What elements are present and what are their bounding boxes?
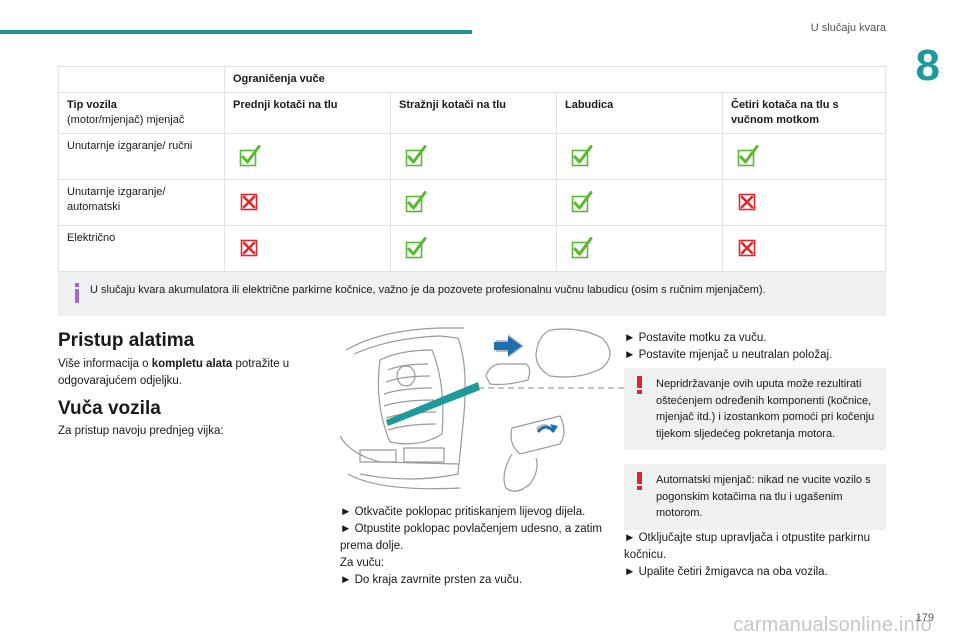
- cross-icon: [737, 237, 759, 259]
- mark-cell: [722, 133, 886, 180]
- info-note: U slučaju kvara akumulatora ili električ…: [58, 272, 886, 316]
- table-header-row: Ograničenja vuče: [58, 66, 886, 93]
- check-icon: [571, 237, 593, 259]
- mark-cell: [556, 225, 723, 272]
- check-icon: [405, 237, 427, 259]
- row-label-sub: (motor/mjenjač) mjenjač: [67, 114, 185, 126]
- warning-icon: [637, 472, 642, 490]
- row-label: Unutarnje izgaranje/ automatski: [58, 179, 225, 226]
- column-header: Četiri kotača na tlu s vučnom motkom: [722, 92, 886, 134]
- table-column-header-row: Tip vozila (motor/mjenjač) mjenjač Predn…: [58, 92, 886, 134]
- cross-icon: [239, 191, 261, 213]
- check-icon: [239, 145, 261, 167]
- tool-kit-reference: kompletu alata: [151, 358, 233, 370]
- mark-cell: [722, 225, 886, 272]
- check-icon: [737, 145, 759, 167]
- step-item: ► Upalite četiri žmigavca na oba vozila.: [624, 566, 828, 578]
- mark-cell: [556, 133, 723, 180]
- warning-text: Nepridržavanje ovih uputa može rezultira…: [656, 378, 875, 440]
- check-icon: [405, 191, 427, 213]
- step-item: ► Postavite mjenjač u neutralan položaj.: [624, 349, 833, 361]
- info-icon: [75, 283, 79, 303]
- step-item: ► Postavite motku za vuču.: [624, 332, 767, 344]
- mark-cell: [390, 133, 557, 180]
- figure-step: ► Do kraja zavrnite prsten za vuču.: [340, 574, 523, 586]
- figure-step: ► Otpustite poklopac povlačenjem udesno,…: [340, 523, 602, 552]
- column-header: Labudica: [556, 92, 723, 134]
- watermark: carmanualsonline.info: [733, 614, 932, 636]
- step-item: ► Otključajte stup upravljača i otpustit…: [624, 532, 870, 561]
- table-corner-cell: [58, 66, 225, 93]
- warning-icon: [637, 376, 642, 394]
- mark-cell: [224, 179, 391, 226]
- heading-towing: Vuča vozila: [58, 398, 161, 419]
- column-header: Prednji kotači na tlu: [224, 92, 391, 134]
- towing-limits-table: Ograničenja vuče Tip vozila (motor/mjenj…: [58, 66, 886, 272]
- mark-cell: [390, 225, 557, 272]
- table-row: Električno: [58, 225, 886, 272]
- info-note-text: U slučaju kvara akumulatora ili električ…: [90, 284, 766, 296]
- column-header: Stražnji kotači na tlu: [390, 92, 557, 134]
- row-label: Unutarnje izgaranje/ ručni: [58, 133, 225, 180]
- mark-cell: [224, 133, 391, 180]
- check-icon: [571, 191, 593, 213]
- row-label-title: Tip vozila: [67, 99, 117, 111]
- mark-cell: [722, 179, 886, 226]
- right-steps-top: ► Postavite motku za vuču. ► Postavite m…: [624, 330, 886, 364]
- section-title: U slučaju kvara: [810, 22, 886, 34]
- figure-steps: ► Otkvačite poklopac pritiskanjem lijevo…: [340, 504, 616, 589]
- header-accent-bar: [0, 30, 472, 34]
- check-icon: [571, 145, 593, 167]
- warning-note-brakes: Nepridržavanje ovih uputa može rezultira…: [624, 368, 886, 450]
- cross-icon: [239, 237, 261, 259]
- mark-cell: [390, 179, 557, 226]
- tools-access-text: Više informacija o kompletu alata potraž…: [58, 358, 290, 387]
- towing-intro-text: Za pristup navoju prednjeg vijka:: [58, 425, 224, 437]
- row-label: Električno: [58, 225, 225, 272]
- mark-cell: [224, 225, 391, 272]
- check-icon: [405, 145, 427, 167]
- figure-step: ► Otkvačite poklopac pritiskanjem lijevo…: [340, 506, 586, 518]
- cross-icon: [737, 191, 759, 213]
- table-row: Unutarnje izgaranje/ automatski: [58, 179, 886, 226]
- page-number: 179: [915, 612, 934, 624]
- row-label-header: Tip vozila (motor/mjenjač) mjenjač: [58, 92, 225, 134]
- heading-tools-access: Pristup alatima: [58, 330, 195, 351]
- warning-note-automatic: Automatski mjenjač: nikad ne vucite vozi…: [624, 464, 886, 530]
- mark-cell: [556, 179, 723, 226]
- chapter-number: 8: [915, 41, 940, 90]
- right-steps-bottom: ► Otključajte stup upravljača i otpustit…: [624, 530, 886, 581]
- table-group-header: Ograničenja vuče: [224, 66, 886, 93]
- figure-step-label: Za vuču:: [340, 557, 385, 569]
- towing-eye-illustration: [340, 327, 630, 492]
- warning-text: Automatski mjenjač: nikad ne vucite vozi…: [656, 474, 871, 519]
- table-row: Unutarnje izgaranje/ ručni: [58, 133, 886, 180]
